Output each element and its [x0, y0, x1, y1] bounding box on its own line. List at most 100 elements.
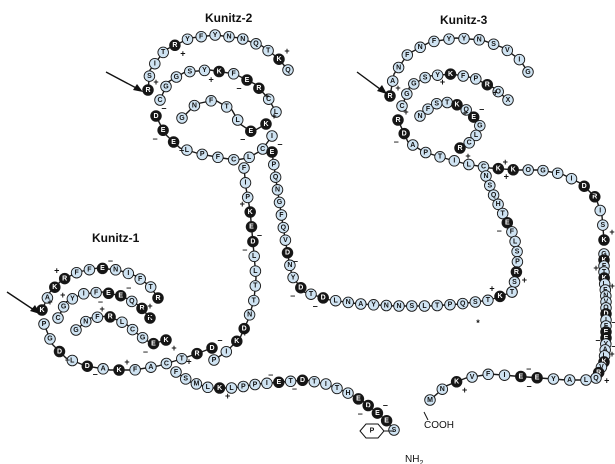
- residue-letter: Q: [129, 298, 135, 305]
- residue-letter: R: [387, 93, 392, 100]
- n-terminus-base: NH: [405, 454, 419, 464]
- residue: F: [402, 50, 413, 61]
- residue: R: [143, 85, 154, 96]
- charge-plus: +: [60, 290, 65, 300]
- residue: R: [254, 83, 265, 94]
- residue-letter: I: [271, 133, 273, 140]
- residue: R: [385, 91, 396, 102]
- residue-letter: I: [325, 381, 327, 388]
- residue-letter: T: [180, 356, 185, 363]
- residue: I: [499, 370, 510, 381]
- charge-plus: +: [610, 281, 615, 291]
- residue: S: [470, 297, 481, 308]
- residue-letter: C: [55, 315, 60, 322]
- residue-letter: P: [448, 302, 453, 309]
- residue: L: [330, 295, 341, 306]
- residue: E: [97, 263, 108, 274]
- residue: P: [445, 299, 456, 310]
- residue-letter: Q: [491, 192, 497, 199]
- residue: A: [408, 140, 419, 151]
- residue-letter: F: [426, 106, 431, 113]
- residue: R: [455, 143, 466, 154]
- residue: E: [103, 288, 114, 299]
- residue: T: [483, 295, 494, 306]
- residue-letter: T: [438, 154, 443, 161]
- charge-minus: –: [293, 256, 298, 266]
- residue-letter: D: [85, 363, 90, 370]
- charge-plus: +: [47, 297, 52, 307]
- charge-plus: +: [522, 275, 527, 285]
- residue-letter: I: [154, 61, 156, 68]
- residue: X: [503, 95, 514, 106]
- charge-minus: –: [143, 347, 148, 357]
- residue-letter: T: [161, 49, 166, 56]
- residue-letter: S: [473, 299, 478, 306]
- residue: K: [214, 66, 225, 77]
- charge-plus: +: [584, 184, 589, 194]
- residue-letter: L: [206, 384, 211, 391]
- residue: E: [246, 222, 257, 233]
- residue: Q: [270, 172, 281, 183]
- charge-plus: +: [242, 328, 247, 338]
- charge-minus: –: [590, 189, 595, 199]
- charge-minus: –: [108, 255, 113, 265]
- residue-letter: T: [253, 283, 258, 290]
- residue: Y: [368, 300, 379, 311]
- residue-letter: Q: [460, 300, 466, 307]
- residue-letter: P: [253, 381, 258, 388]
- residue: F: [196, 31, 207, 42]
- residue-letter: G: [179, 115, 185, 122]
- residue-letter: I: [453, 158, 455, 165]
- residue-letter: E: [248, 128, 253, 135]
- residue-letter: G: [61, 304, 67, 311]
- residue-letter: Y: [291, 274, 296, 281]
- charge-minus: –: [161, 103, 166, 113]
- residue-letter: K: [248, 209, 253, 216]
- residue: K: [114, 365, 125, 376]
- residue-letter: F: [432, 38, 437, 45]
- residue: C: [127, 324, 138, 335]
- residue: E: [267, 147, 278, 158]
- charge-minus: –: [217, 335, 222, 345]
- residue-letter: Y: [213, 32, 218, 39]
- residue-letter: L: [513, 238, 518, 245]
- residue: N: [437, 384, 448, 395]
- residue-letter: S: [515, 248, 520, 255]
- residue: Q: [457, 298, 468, 309]
- charge-minus: –: [358, 409, 363, 419]
- residue: K: [451, 377, 462, 388]
- residue-letter: D: [57, 348, 62, 355]
- charge-plus: +: [503, 157, 508, 167]
- domain-label-kunitz-3: Kunitz-3: [440, 13, 488, 27]
- residue: E: [148, 338, 159, 349]
- residue-letter: G: [525, 69, 531, 76]
- residue-letter: E: [118, 293, 123, 300]
- residue: F: [458, 71, 469, 82]
- c-terminus-label: COOH: [424, 420, 454, 431]
- residue-letter: S: [491, 41, 496, 48]
- residue-letter: L: [474, 132, 479, 139]
- residue: F: [552, 168, 563, 179]
- residue-letter: K: [601, 237, 606, 244]
- residue: I: [595, 205, 606, 216]
- charge-plus: +: [504, 172, 509, 182]
- residue-letter: I: [504, 372, 506, 379]
- residue: R: [393, 115, 404, 126]
- residue-letter: L: [252, 253, 257, 260]
- residue: L: [117, 317, 128, 328]
- residue: P: [471, 74, 482, 85]
- residue: O: [523, 165, 534, 176]
- residue: S: [389, 425, 400, 436]
- residue: G: [161, 81, 172, 92]
- residue: N: [415, 42, 426, 53]
- residue-letter: R: [155, 295, 160, 302]
- residue-letter: A: [410, 142, 415, 149]
- residue: F: [71, 267, 82, 278]
- residue: S: [512, 246, 523, 257]
- charge-plus: +: [489, 283, 494, 293]
- residue: F: [483, 369, 494, 380]
- residue: Y: [288, 272, 299, 283]
- charge-minus: –: [383, 400, 388, 410]
- arrow-right-icon: [357, 72, 387, 94]
- residue: A: [356, 299, 367, 310]
